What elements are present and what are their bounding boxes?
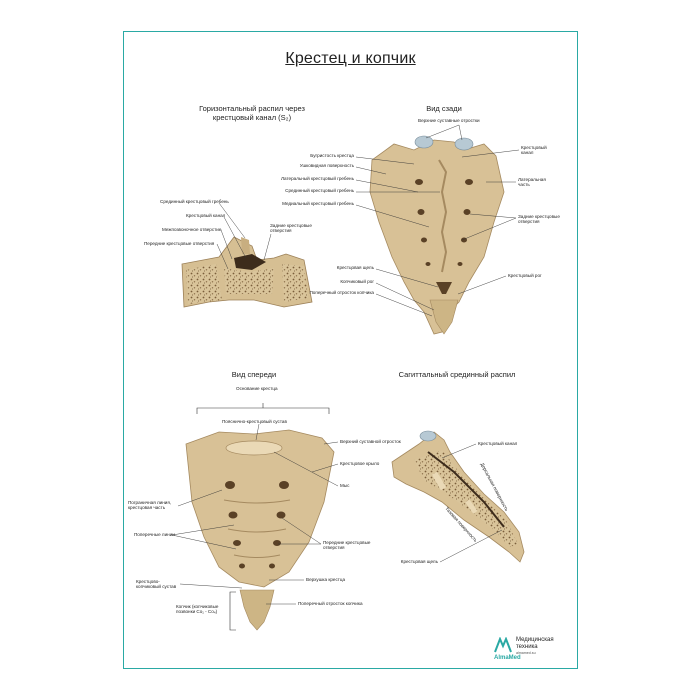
label-median-crest-h: Срединный крестцовый гребень [160,199,229,204]
label-sacral-wing: Крестцовое крыло [340,461,380,466]
horizontal-section-illustration [181,236,313,308]
label-median-crest-p: Срединный крестцовый гребень [285,188,354,193]
label-transverse-process-a: Поперечный отросток копчика [298,601,363,606]
label-lumbosacral-joint: Пояснично-крестцовый сустав [222,419,287,424]
almamed-logo-icon [494,637,512,653]
label-transverse-lines: Поперечные линии [134,532,175,537]
label-sacral-canal-p: Крестцовый канал [521,145,547,156]
logo-url: almamed.su [516,651,536,655]
label-lateral-crest: Латеральный крестцовый гребень [281,176,354,181]
sagittal-section-title: Сагиттальный срединный распил [398,370,516,379]
logo-line1: Медицинская [516,637,554,643]
label-sacral-hiatus-p: Крестцовая щель [336,265,374,270]
posterior-view-illustration [369,135,505,335]
label-posterior-foramina-p: Задние крестцовые отверстия [518,214,560,225]
poster-title: Крестец и копчик [285,50,416,67]
label-lateral-part: Латеральная часть [518,177,546,188]
label-sacrococcygeal-joint: Крестцово-копчиковый сустав [136,579,177,590]
label-superior-processes: Верхние суставные отростки [418,118,480,123]
label-promontory: Мыс [340,483,350,488]
label-intervertebral-foramen-h: Межпозвоночное отверстие [162,227,222,232]
anterior-view-title: Вид спереди [231,370,277,379]
label-sacral-canal-h: Крестцовый канал [186,213,226,218]
leader-lines [171,124,520,605]
label-sacral-canal-s: Крестцовый канал [478,441,518,446]
anatomy-illustrations [171,124,525,631]
label-auricular-surface: Ушковидная поверхность [299,163,354,168]
label-sacral-hiatus-s: Крестцовая щель [400,559,438,564]
label-sacral-apex: Верхушка крестца [306,577,346,582]
label-coccygeal-horn: Копчиковый рог [340,279,374,284]
label-anterior-foramina-a: Передние крестцовые отверстия [323,540,371,551]
label-sacral-base: Основание крестца [236,386,278,391]
label-terminal-line: Пограничная линия, крестцовая часть [128,500,172,511]
almamed-logo: AlmaMed Медицинская техника almamed.su [494,635,576,665]
posterior-view-title: Вид сзади [426,104,462,113]
anatomy-poster: Крестец и копчик [123,31,578,669]
logo-name: AlmaMed [494,655,521,661]
label-superior-articular-process: Верхний суставной отросток [340,439,401,444]
label-coccyx: Копчик (копчиковые позвонки Co₁ - Co₄) [176,604,219,615]
sagittal-section-illustration [391,430,525,563]
label-transverse-process-p: Поперечный отросток копчика [309,290,374,295]
label-sacral-horn: Крестцовый рог [508,273,542,278]
anterior-view-illustration [185,403,335,631]
label-posterior-foramina-h: Задние крестцовые отверстия [270,223,312,234]
label-anterior-foramina-h: Передние крестцовые отверстия [144,241,215,246]
logo-line2: техника [516,643,538,650]
label-tuberosity: Бугристость крестца [310,153,354,158]
label-medial-crest: Медиальный крестцовый гребень [282,201,354,206]
horizontal-section-title: Горизонтальный распил через крестцовый к… [199,104,305,122]
